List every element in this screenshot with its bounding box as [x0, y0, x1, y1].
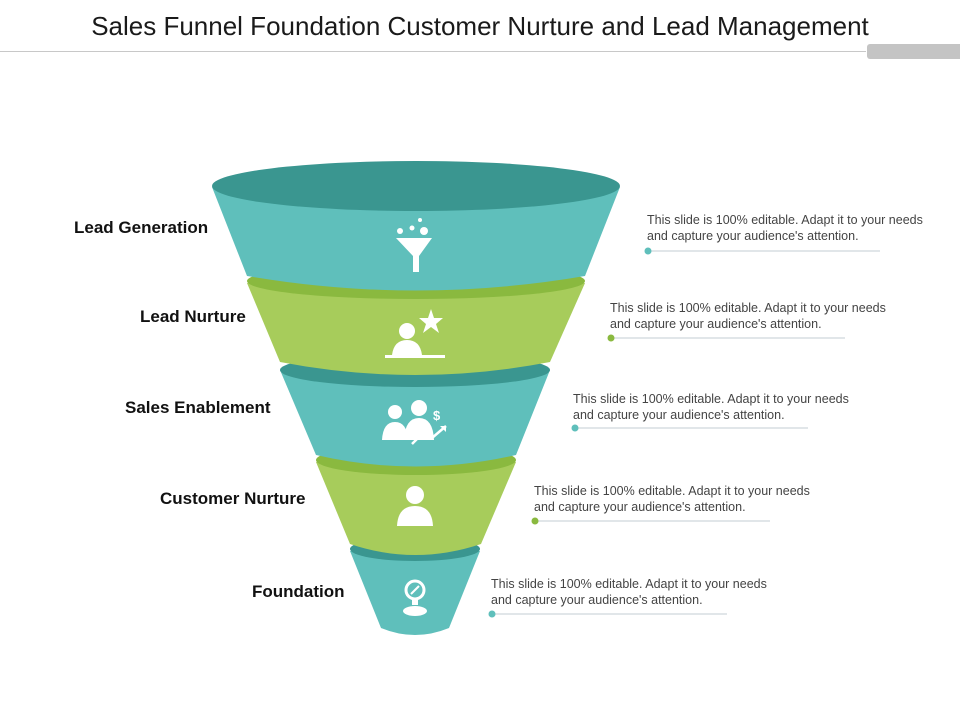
- svg-text:$: $: [433, 408, 441, 423]
- title-accent-tab: [867, 44, 960, 59]
- stage-label-sales-enablement: Sales Enablement: [125, 398, 271, 417]
- stage-label-lead-generation: Lead Generation: [74, 218, 209, 237]
- stage-description-sales-enablement: This slide is 100% editable. Adapt it to…: [573, 391, 873, 423]
- description-line: This slide is 100% editable. Adapt it to…: [610, 301, 886, 315]
- person-icon: [397, 486, 433, 526]
- stage-description-customer-nurture: This slide is 100% editable. Adapt it to…: [534, 483, 834, 515]
- team-dollar-icon: $: [382, 400, 447, 445]
- funnel-icon: [396, 218, 432, 272]
- connector-customer-nurture: [531, 517, 770, 525]
- connector-foundation: [488, 610, 727, 618]
- stage-description-lead-generation: This slide is 100% editable. Adapt it to…: [647, 212, 947, 244]
- description-line: This slide is 100% editable. Adapt it to…: [573, 392, 849, 406]
- stage-label-customer-nurture: Customer Nurture: [160, 489, 306, 508]
- connector-lead-generation: [644, 247, 880, 255]
- stage-description-foundation: This slide is 100% editable. Adapt it to…: [491, 576, 791, 608]
- connector-sales-enablement: [571, 424, 808, 432]
- person-star-icon: [385, 309, 445, 358]
- stage-label-foundation: Foundation: [252, 582, 345, 601]
- description-line: and capture your audience's attention.: [647, 229, 859, 243]
- description-line: This slide is 100% editable. Adapt it to…: [647, 213, 923, 227]
- description-line: This slide is 100% editable. Adapt it to…: [491, 577, 767, 591]
- slide-title: Sales Funnel Foundation Customer Nurture…: [91, 11, 869, 41]
- connector-lead-nurture: [607, 334, 845, 342]
- description-line: and capture your audience's attention.: [573, 408, 785, 422]
- stage-description-lead-nurture: This slide is 100% editable. Adapt it to…: [610, 300, 910, 332]
- stage-label-lead-nurture: Lead Nurture: [140, 307, 246, 326]
- title-divider: [0, 51, 866, 52]
- lamp-icon: [403, 579, 427, 616]
- description-line: and capture your audience's attention.: [610, 317, 822, 331]
- description-line: and capture your audience's attention.: [491, 593, 703, 607]
- description-line: and capture your audience's attention.: [534, 500, 746, 514]
- description-line: This slide is 100% editable. Adapt it to…: [534, 484, 810, 498]
